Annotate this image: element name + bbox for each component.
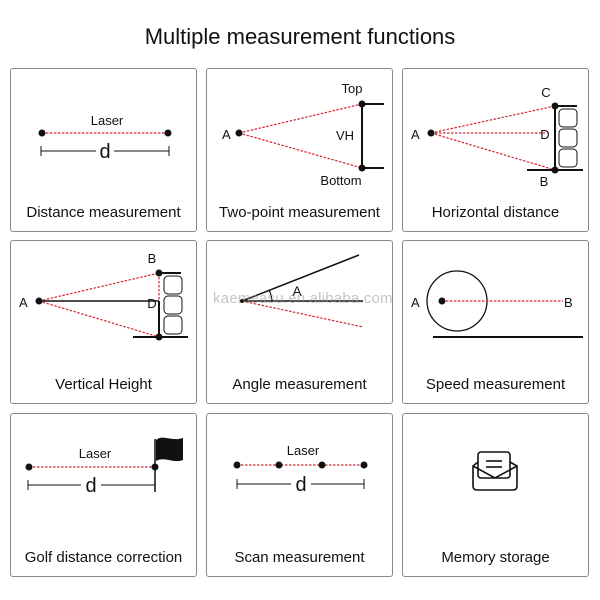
panel-caption: Angle measurement [232,376,367,393]
top-label: B [148,251,157,266]
start-label: A [411,295,420,310]
scan-point-1 [233,461,241,469]
laser-label: Laser [91,113,124,128]
scan-diagram: Laser d [233,443,368,496]
end-point [164,129,172,137]
angle-arc [268,289,273,302]
origin-label: A [19,295,28,310]
top-label: Top [342,81,363,96]
laser-beam-bottom [430,132,556,171]
panel-vertical-height: A B D Vertical Height [10,240,197,404]
panel-speed-measurement: A B Speed measurement [402,240,589,404]
top-label: C [541,85,550,100]
origin-label: A [222,127,231,142]
laser-beam-top [430,105,556,134]
speed-diagram: A B [411,270,583,338]
panel-two-point-measurement: A Top VH Bottom Two-point measurement [206,68,393,232]
flag-point [151,463,159,471]
window-top [558,108,578,128]
panel-scan-measurement: Laser d Scan measurement [206,413,393,577]
start-point [38,129,46,137]
bottom-label: Bottom [320,173,361,188]
vertex-point [240,299,244,303]
panel-caption: Scan measurement [234,549,365,566]
two-point-diagram: A Top VH Bottom [222,81,384,188]
page-title: Multiple measurement functions [144,24,456,49]
origin-label: A [411,127,420,142]
flag-icon [156,437,183,462]
distance-label: d [85,475,96,497]
panel-memory-storage: Memory storage [402,413,589,577]
panel-caption: Golf distance correction [24,549,183,566]
end-label: B [564,295,573,310]
scan-point-4 [360,461,368,469]
window-bottom [558,148,578,168]
panel-caption: Horizontal distance [431,204,560,221]
letter-paper [477,451,511,479]
laser-label: Laser [79,446,112,461]
bottom-point [155,333,163,341]
top-point [358,100,366,108]
angle-diagram: A [240,254,364,328]
top-point [551,102,559,110]
middle-label: D [147,296,156,311]
panel-caption: Two-point measurement [219,204,380,221]
window-middle [163,295,183,315]
window-bottom [163,315,183,335]
start-point [25,463,33,471]
origin-point [35,297,43,305]
panel-caption: Distance measurement [26,204,181,221]
laser-ray [241,300,364,328]
panel-distance-measurement: Laser d Distance measurement [10,68,197,232]
envelope-body [472,461,518,491]
envelope-letter-icon [472,451,518,491]
origin-point [235,129,243,137]
laser-beam-top [38,272,160,302]
panel-angle-measurement: A Angle measurement [206,240,393,404]
laser-label: Laser [287,443,320,458]
panel-caption: Vertical Height [55,376,152,393]
panel-golf-distance-correction: Laser d Golf distance correction [10,413,197,577]
height-label: VH [336,128,354,143]
start-point [438,297,446,305]
envelope-flap [472,465,518,479]
origin-point [427,129,435,137]
bottom-point [358,164,366,172]
vertical-height-diagram: A B D [19,251,188,341]
distance-label: d [99,141,110,163]
laser-beam-bottom [38,300,160,338]
panel-caption: Memory storage [441,549,550,566]
bottom-point [551,166,559,174]
middle-label: D [540,127,549,142]
laser-beam-top [238,103,363,134]
top-point [155,269,163,277]
horizontal-distance-diagram: A C D B [411,85,583,189]
window-middle [558,128,578,148]
angle-label: A [292,283,302,299]
laser-beam-bottom [238,132,363,169]
scan-point-2 [275,461,283,469]
distance-label: d [295,474,306,496]
upper-ray [241,254,360,302]
distance-diagram: Laser d [38,113,172,163]
scan-point-3 [318,461,326,469]
window-top [163,275,183,295]
bottom-label: B [540,174,549,189]
panel-horizontal-distance: A C D B Horizontal distance [402,68,589,232]
panel-caption: Speed measurement [425,376,566,393]
golf-diagram: Laser d [25,437,183,497]
